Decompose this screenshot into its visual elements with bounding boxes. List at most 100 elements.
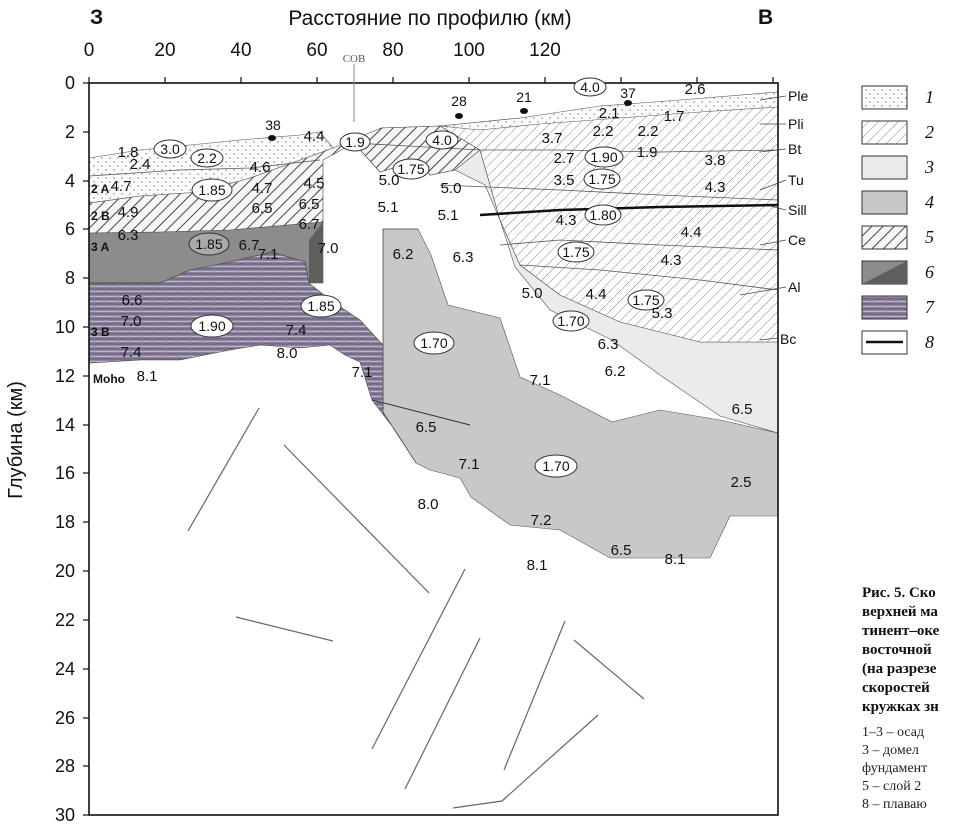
x-tick-labels: 0 20 40 60 80 100 120 <box>84 40 561 61</box>
density-oval <box>413 331 455 355</box>
station-marker <box>455 113 463 119</box>
y-tick-label: 6 <box>65 219 75 239</box>
legend-label: 2 <box>925 122 934 142</box>
velocity-value: 7.4 <box>121 344 142 361</box>
layer-labels: 2 A 2 B 3 A 3 B Moho <box>91 182 125 386</box>
horizon-label: Sill <box>788 202 807 218</box>
density-oval <box>583 168 621 190</box>
station-label: 28 <box>451 93 467 109</box>
x-tick-label: 40 <box>230 40 251 61</box>
y-tick-label: 24 <box>55 659 75 679</box>
caption-body-line: 1–3 – осад <box>862 725 924 740</box>
velocity-value: 2.5 <box>731 474 752 491</box>
density-oval <box>552 310 590 332</box>
velocity-value: 7.1 <box>530 372 551 389</box>
velocity-value: 7.0 <box>318 240 339 257</box>
velocity-value: 4.3 <box>556 212 577 229</box>
legend-label: 5 <box>925 227 934 247</box>
horizon-label: Bc <box>780 331 796 347</box>
caption-body-line: 5 – слой 2 <box>862 779 921 794</box>
velocity-value: 6.3 <box>118 227 139 244</box>
layer-label-3a: 3 A <box>91 240 110 254</box>
density-value: 1.85 <box>195 236 222 252</box>
velocity-value: 4.5 <box>304 175 325 192</box>
legend-swatch-4 <box>861 190 908 215</box>
velocity-value: 6.3 <box>598 336 619 353</box>
velocity-value: 2.2 <box>593 123 614 140</box>
y-tick-label: 8 <box>65 268 75 288</box>
legend-label: 8 <box>925 332 934 352</box>
velocity-value: 8.1 <box>527 557 548 574</box>
velocity-value: 8.0 <box>277 345 298 362</box>
velocity-value: 2.1 <box>599 105 620 122</box>
velocity-value: 3.7 <box>542 130 563 147</box>
y-tick-label: 22 <box>55 610 75 630</box>
y-tick-label: 30 <box>55 805 75 825</box>
density-value: 1.9 <box>345 134 365 150</box>
x-tick-label: 20 <box>154 40 175 61</box>
velocity-value: 8.1 <box>665 551 686 568</box>
density-oval <box>188 232 230 256</box>
horizon-label: Pli <box>788 116 804 132</box>
horizon-label: Al <box>788 279 800 295</box>
y-tick-label: 14 <box>55 415 75 435</box>
horizon-label: Tu <box>788 172 804 188</box>
density-value: 1.75 <box>588 171 615 187</box>
density-oval <box>584 204 622 226</box>
velocity-value: 7.1 <box>459 456 480 473</box>
x-tick-label: 0 <box>84 40 95 61</box>
velocity-value: 1.9 <box>637 144 658 161</box>
dark-gray-triangle <box>309 222 323 283</box>
density-oval <box>627 289 665 311</box>
y-tick-label: 4 <box>65 171 75 191</box>
velocity-values: 1.8 2.4 4.7 4.9 6.3 6.6 7.0 7.4 8.1 4.6 … <box>111 81 753 574</box>
velocity-value: 8.0 <box>418 496 439 513</box>
velocity-value: 3.8 <box>705 152 726 169</box>
density-ellipses <box>153 77 665 478</box>
caption-body-line: 8 – плаваю <box>862 797 927 812</box>
velocity-value: 2.2 <box>638 123 659 140</box>
y-tick-label: 2 <box>65 122 75 142</box>
velocity-value: 6.5 <box>611 542 632 559</box>
layer-label-2b: 2 B <box>91 209 110 223</box>
velocity-value: 3.5 <box>554 172 575 189</box>
y-tick-label: 26 <box>55 708 75 728</box>
legend-label: 1 <box>925 87 934 107</box>
profile-layers <box>88 91 779 559</box>
y-tick-label: 0 <box>65 73 75 93</box>
velocity-value: 5.0 <box>522 285 543 302</box>
dotted-sediments <box>88 131 334 204</box>
station-marker <box>268 135 276 141</box>
density-value: 1.80 <box>589 207 616 223</box>
east-label: В <box>758 6 773 29</box>
caption-title-line: тинент–оке <box>862 623 940 639</box>
velocity-value: 7.1 <box>258 246 279 263</box>
cob-label: COB <box>343 53 366 65</box>
y-tick-label: 18 <box>55 512 75 532</box>
interfaces <box>88 142 779 412</box>
velocity-value: 4.4 <box>681 224 702 241</box>
density-oval <box>300 294 342 318</box>
velocity-value: 4.9 <box>118 204 139 221</box>
density-oval <box>425 130 459 150</box>
plot-frame <box>88 82 779 816</box>
velocity-value: 5.1 <box>438 207 459 224</box>
density-value: 4.0 <box>580 79 600 95</box>
velocity-value: 1.7 <box>664 108 685 125</box>
y-tick-label: 10 <box>55 317 75 337</box>
caption-title-line: (на разрезе <box>862 661 937 677</box>
caption-title-line: восточной <box>862 642 932 658</box>
velocity-value: 2.6 <box>685 81 706 98</box>
velocity-value: 5.1 <box>378 199 399 216</box>
y-tick-labels: 0 2 4 6 8 10 12 14 16 18 20 22 24 26 28 … <box>55 73 75 825</box>
velocity-value: 1.8 <box>118 144 139 161</box>
velocity-value: 6.3 <box>453 249 474 266</box>
velocity-value: 4.3 <box>705 179 726 196</box>
density-oval <box>392 158 430 180</box>
density-value: 1.85 <box>307 298 334 314</box>
y-tick-label: 16 <box>55 463 75 483</box>
caption-title-line: верхней ма <box>862 604 938 620</box>
density-value: 4.0 <box>432 132 452 148</box>
density-oval <box>190 148 224 168</box>
density-oval <box>339 132 371 152</box>
